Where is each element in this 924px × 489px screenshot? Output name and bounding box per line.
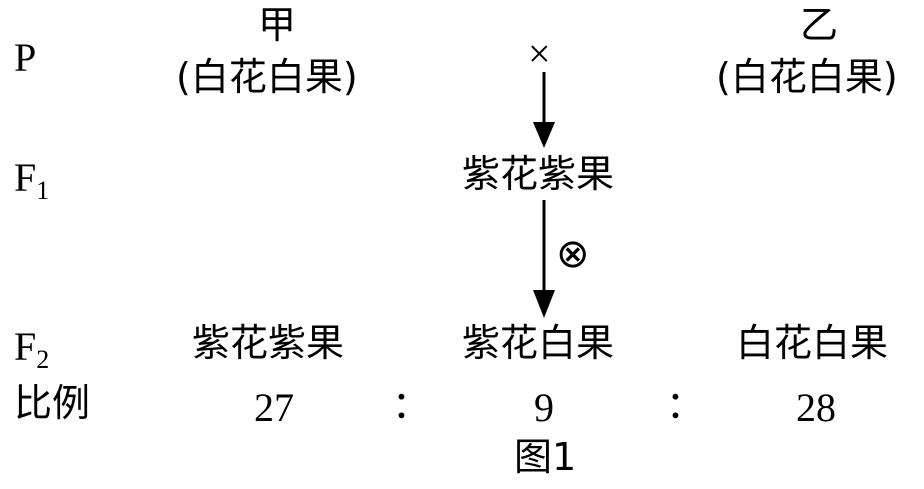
f1-subscript: 1 <box>36 176 50 205</box>
f2-ratio-2: 9 <box>534 385 554 430</box>
cross-symbol: × <box>528 31 551 76</box>
f2-phenotype-3: 白花白果 <box>736 321 889 365</box>
generation-label-f2: F2 <box>14 327 49 373</box>
f2-ratio-3: 28 <box>796 385 836 430</box>
f2-letter: F <box>14 324 37 369</box>
f1-letter: F <box>14 155 37 200</box>
ratio-separator-2: ： <box>666 383 705 427</box>
parent-right-name: 乙 <box>800 3 839 47</box>
ratio-separator-1: ： <box>392 383 431 427</box>
f1-phenotype: 紫花紫果 <box>462 152 615 196</box>
ratio-label: 比例 <box>14 381 91 425</box>
f2-phenotype-1: 紫花紫果 <box>192 321 345 365</box>
selfing-symbol: ⊗ <box>556 231 590 277</box>
selfing-arrow <box>533 200 555 318</box>
figure-caption: 图1 <box>514 435 577 479</box>
parent-left-phenotype: (白花白果) <box>176 55 358 99</box>
f2-subscript: 2 <box>36 345 50 374</box>
generation-label-p: P <box>14 35 37 80</box>
cross-arrow <box>533 72 555 148</box>
generation-label-f1: F1 <box>14 158 49 204</box>
f2-phenotype-2: 紫花白果 <box>462 321 615 365</box>
parent-left-name: 甲 <box>258 3 297 47</box>
parent-right-phenotype: (白花白果) <box>716 55 898 99</box>
f2-ratio-1: 27 <box>254 385 294 430</box>
